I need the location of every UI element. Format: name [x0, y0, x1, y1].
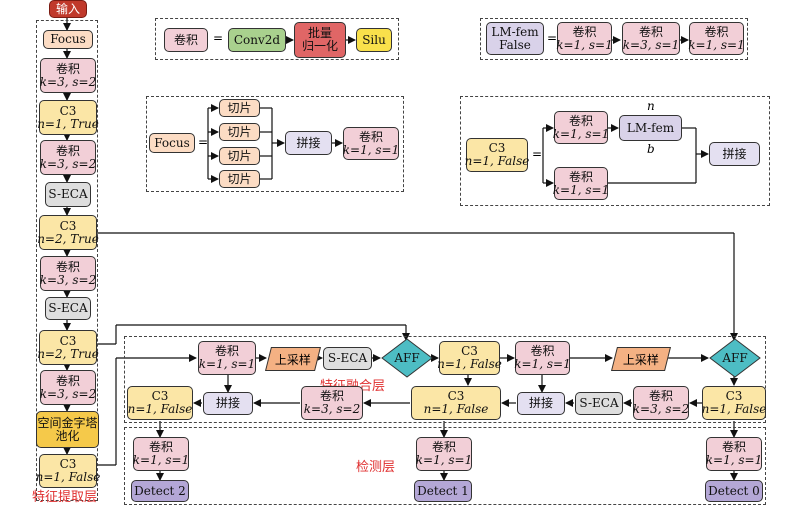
- fusion-concat-2[interactable]: 拼接: [517, 392, 565, 415]
- svg-text:AFF: AFF: [393, 351, 419, 365]
- backbone-seca-2[interactable]: S-ECA: [45, 297, 91, 320]
- legend-conv: 卷积: [164, 28, 208, 52]
- svg-text:AFF: AFF: [721, 351, 747, 365]
- detect-0[interactable]: Detect 0: [705, 480, 763, 502]
- backbone-frame: [36, 20, 98, 501]
- legend-lmfem-equals: =: [547, 31, 558, 45]
- slice-3: 切片: [219, 147, 260, 165]
- focus-node[interactable]: Focus: [43, 30, 93, 49]
- detect-2[interactable]: Detect 2: [131, 480, 189, 502]
- detect-label: 检测层: [356, 460, 396, 475]
- c3-diagram-concat: 拼接: [709, 142, 760, 166]
- focus-diagram-focus: Focus: [149, 133, 195, 153]
- c3-diagram-equals: =: [532, 147, 543, 161]
- c3-diagram-frame: [460, 96, 770, 206]
- focus-diagram-equals: =: [198, 135, 209, 149]
- slice-1: 切片: [219, 99, 260, 117]
- c3-diagram-n: n: [647, 99, 655, 113]
- detect-1[interactable]: Detect 1: [414, 480, 472, 502]
- detect-frame: [124, 427, 766, 505]
- legend-arrows: [286, 36, 356, 44]
- fusion-frame: [124, 336, 766, 423]
- upsample-1[interactable]: 上采样: [265, 347, 321, 371]
- upsample-2[interactable]: 上采样: [611, 347, 671, 371]
- fusion-concat-1[interactable]: 拼接: [203, 392, 253, 415]
- aff-1[interactable]: AFF: [381, 338, 433, 378]
- spp-node[interactable]: 空间金字塔池化: [36, 411, 99, 448]
- fusion-seca-1[interactable]: S-ECA: [323, 347, 372, 370]
- focus-diagram-concat: 拼接: [285, 131, 332, 155]
- legend-equals: =: [213, 31, 224, 45]
- slice-4: 切片: [219, 170, 260, 188]
- focus-diagram-frame: [146, 96, 404, 192]
- input-node[interactable]: 输入: [49, 0, 87, 18]
- legend-bn: 批量归一化: [294, 22, 346, 58]
- c3-diagram-lmfem: LM-fem: [619, 115, 682, 141]
- legend-silu: Silu: [356, 28, 392, 52]
- legend-conv2d: Conv2d: [228, 28, 286, 52]
- backbone-label: 特征提取层: [32, 490, 98, 505]
- c3-diagram-b: b: [647, 142, 655, 156]
- legend-conv-frame: [155, 18, 399, 60]
- slice-2: 切片: [219, 123, 260, 141]
- legend-lmfem-frame: [480, 18, 748, 60]
- aff-2[interactable]: AFF: [709, 338, 761, 378]
- backbone-seca-1[interactable]: S-ECA: [45, 182, 91, 207]
- fusion-seca-2[interactable]: S-ECA: [575, 392, 623, 415]
